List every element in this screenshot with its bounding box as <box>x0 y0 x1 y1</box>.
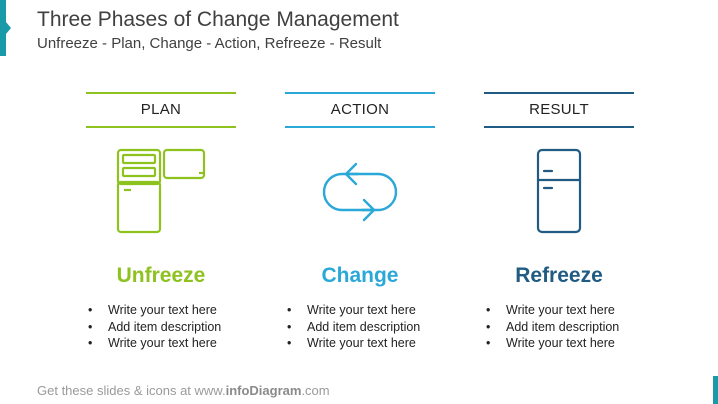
right-accent-bar <box>713 376 718 404</box>
phase-column-plan: PLAN Unfreeze Write your text here Add i… <box>86 92 236 351</box>
slide-title: Three Phases of Change Management <box>37 8 399 31</box>
phase-name-unfreeze: Unfreeze <box>116 264 206 287</box>
list-item: Write your text here <box>88 302 298 319</box>
cycle-arrows-icon <box>285 144 435 244</box>
phase-name-refreeze: Refreeze <box>515 264 603 287</box>
footer-brand: infoDiagram <box>225 383 302 398</box>
list-item: Write your text here <box>287 335 497 352</box>
bullet-list-refreeze: Write your text here Add item descriptio… <box>476 302 696 352</box>
footer-credit: Get these slides & icons at www.infoDiag… <box>37 383 330 398</box>
list-item: Write your text here <box>486 335 696 352</box>
footer-prefix: Get these slides & icons at www. <box>37 383 226 398</box>
phase-name-change: Change <box>321 264 399 287</box>
closed-fridge-icon <box>484 144 634 244</box>
footer-suffix: .com <box>301 383 330 398</box>
list-item: Write your text here <box>287 302 497 319</box>
slide-subtitle: Unfreeze - Plan, Change - Action, Refree… <box>37 35 382 52</box>
list-item: Write your text here <box>88 335 298 352</box>
list-item: Add item description <box>88 319 298 336</box>
list-item: Add item description <box>287 319 497 336</box>
phase-column-action: ACTION Change Write your text here Add i… <box>285 92 435 351</box>
phase-header-action: ACTION <box>285 92 435 128</box>
list-item: Write your text here <box>486 302 696 319</box>
phase-header-result: RESULT <box>484 92 634 128</box>
phase-header-plan: PLAN <box>86 92 236 128</box>
bullet-list-change: Write your text here Add item descriptio… <box>277 302 497 352</box>
open-fridge-icon <box>86 144 236 244</box>
phase-column-result: RESULT Refreeze Write your text here Add… <box>484 92 634 351</box>
list-item: Add item description <box>486 319 696 336</box>
left-accent-bar <box>0 0 11 56</box>
bullet-list-unfreeze: Write your text here Add item descriptio… <box>78 302 298 352</box>
